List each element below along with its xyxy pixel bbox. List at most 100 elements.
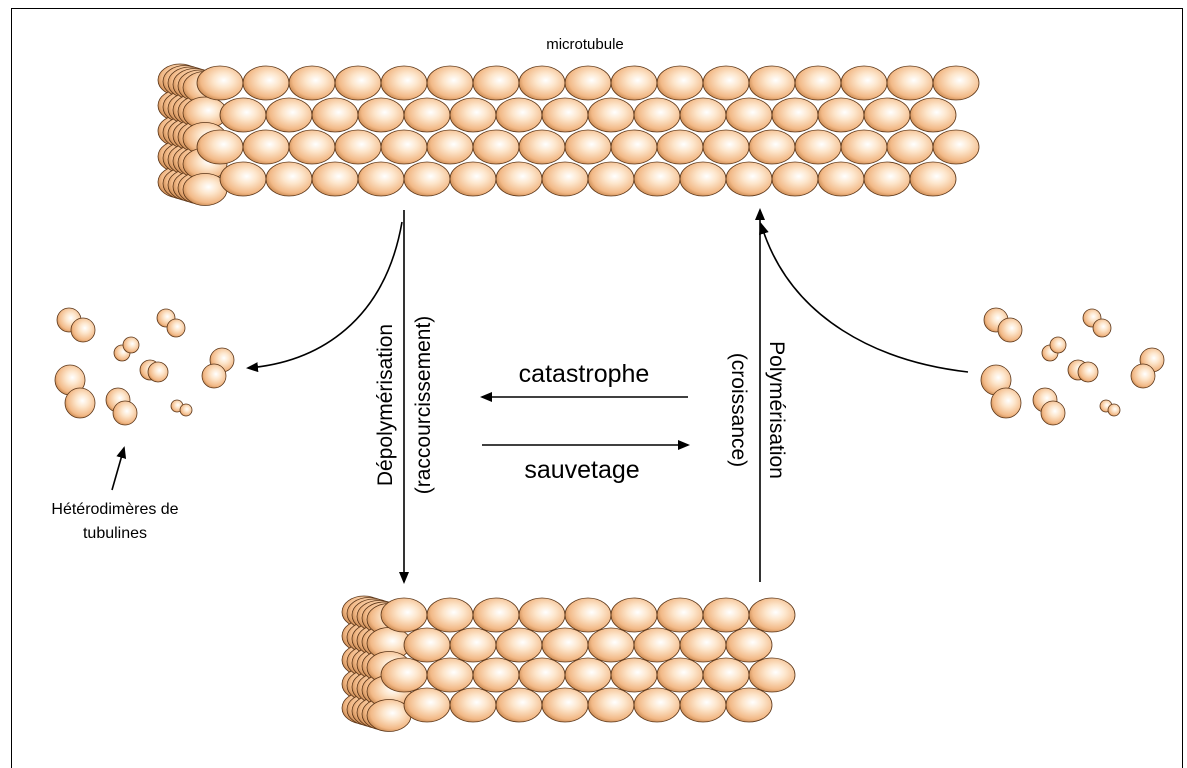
long-microtubule — [158, 64, 979, 206]
tubulin-subunit — [565, 598, 611, 632]
tubulin-subunit — [381, 66, 427, 100]
tubulin-subunit — [634, 98, 680, 132]
tubulin-monomer — [1108, 404, 1120, 416]
tubulin-subunit — [427, 658, 473, 692]
tubulin-subunit — [611, 66, 657, 100]
tubulin-subunit — [243, 66, 289, 100]
tubulin-subunit — [450, 162, 496, 196]
tubulin-subunit — [749, 66, 795, 100]
tubulin-subunit — [335, 130, 381, 164]
tubulin-subunit — [565, 130, 611, 164]
tubulin-subunit — [542, 162, 588, 196]
tubulin-subunit — [266, 98, 312, 132]
tubulin-subunit — [680, 162, 726, 196]
tubulin-subunit — [634, 688, 680, 722]
tubulin-subunit — [358, 98, 404, 132]
tubulin-subunit — [312, 98, 358, 132]
tubulin-subunit — [680, 98, 726, 132]
tubulin-subunit — [726, 628, 772, 662]
tubulin-subunit — [680, 688, 726, 722]
tubulin-subunit — [542, 628, 588, 662]
tubulin-subunit — [496, 162, 542, 196]
heterodimers-label-line2: tubulines — [83, 525, 147, 542]
tubulin-subunit — [726, 688, 772, 722]
free-tubulin-dimers-left — [55, 308, 234, 425]
tubulin-subunit — [818, 98, 864, 132]
tubulin-monomer — [991, 388, 1021, 418]
tubulin-subunit — [634, 162, 680, 196]
tubulin-subunit — [588, 688, 634, 722]
polymerisation-sublabel: (croissance) — [727, 353, 750, 467]
tubulin-subunit — [496, 98, 542, 132]
tubulin-subunit — [542, 98, 588, 132]
tubulin-subunit — [864, 98, 910, 132]
tubulin-subunit — [565, 658, 611, 692]
tubulin-subunit — [220, 162, 266, 196]
tubulin-subunit — [933, 130, 979, 164]
tubulin-subunit — [565, 66, 611, 100]
tubulin-subunit — [588, 98, 634, 132]
tubulin-subunit — [519, 130, 565, 164]
tubulin-subunit — [841, 130, 887, 164]
polymerisation-label: Polymérisation — [765, 341, 788, 479]
tubulin-monomer — [123, 337, 139, 353]
tubulin-subunit — [749, 130, 795, 164]
tubulin-monomer — [998, 318, 1022, 342]
tubulin-subunit — [197, 66, 243, 100]
tubulin-monomer — [202, 364, 226, 388]
tubulin-subunit — [611, 130, 657, 164]
tubulin-subunit — [381, 130, 427, 164]
tubulin-subunit — [887, 130, 933, 164]
tubulin-subunit — [496, 688, 542, 722]
tubulin-subunit — [404, 98, 450, 132]
depolymerisation-label: Dépolymérisation — [374, 324, 397, 486]
tubulin-subunit — [473, 66, 519, 100]
tubulin-subunit — [358, 162, 404, 196]
tubulin-subunit — [404, 628, 450, 662]
tubulin-subunit — [749, 658, 795, 692]
depolymerisation-sublabel: (raccourcissement) — [412, 316, 435, 495]
tubulin-subunit — [841, 66, 887, 100]
tubulin-subunit — [450, 98, 496, 132]
tubulin-subunit — [289, 130, 335, 164]
tubulin-subunit — [657, 66, 703, 100]
tubulin-subunit — [703, 658, 749, 692]
tubulin-subunit — [933, 66, 979, 100]
tubulin-monomer — [65, 388, 95, 418]
microtubule-label: microtubule — [546, 36, 624, 53]
tubulin-subunit — [473, 658, 519, 692]
tubulin-subunit — [910, 98, 956, 132]
tubulin-subunit — [657, 130, 703, 164]
tubulin-subunit — [243, 130, 289, 164]
tubulin-subunit — [450, 688, 496, 722]
tubulin-subunit — [680, 628, 726, 662]
polymerisation-label-group: Polymérisation (croissance) — [727, 341, 788, 479]
tubulin-subunit — [749, 598, 795, 632]
tubulin-subunit — [772, 98, 818, 132]
tubulin-subunit — [864, 162, 910, 196]
tubulin-subunit — [634, 628, 680, 662]
catastrophe-label: catastrophe — [519, 360, 650, 388]
tubulin-subunit — [197, 130, 243, 164]
tubulin-subunit — [404, 688, 450, 722]
tubulin-monomer — [1093, 319, 1111, 337]
sauvetage-label: sauvetage — [524, 456, 639, 484]
tubulin-subunit — [726, 98, 772, 132]
tubulin-subunit — [496, 628, 542, 662]
heterodimer-pointer-arrow — [112, 448, 124, 490]
tubulin-monomer — [1050, 337, 1066, 353]
tubulin-subunit — [519, 598, 565, 632]
tubulin-subunit — [795, 130, 841, 164]
tubulin-monomer — [1078, 362, 1098, 382]
tubulin-subunit — [657, 658, 703, 692]
tubulin-monomer — [148, 362, 168, 382]
tubulin-subunit — [772, 162, 818, 196]
arrows — [112, 210, 968, 582]
short-microtubule — [342, 596, 795, 732]
tubulin-subunit — [427, 66, 473, 100]
tubulin-subunit — [427, 598, 473, 632]
heterodimers-label-line1: Hétérodimères de — [51, 501, 178, 518]
tubulin-subunit — [473, 598, 519, 632]
tubulin-monomer — [167, 319, 185, 337]
